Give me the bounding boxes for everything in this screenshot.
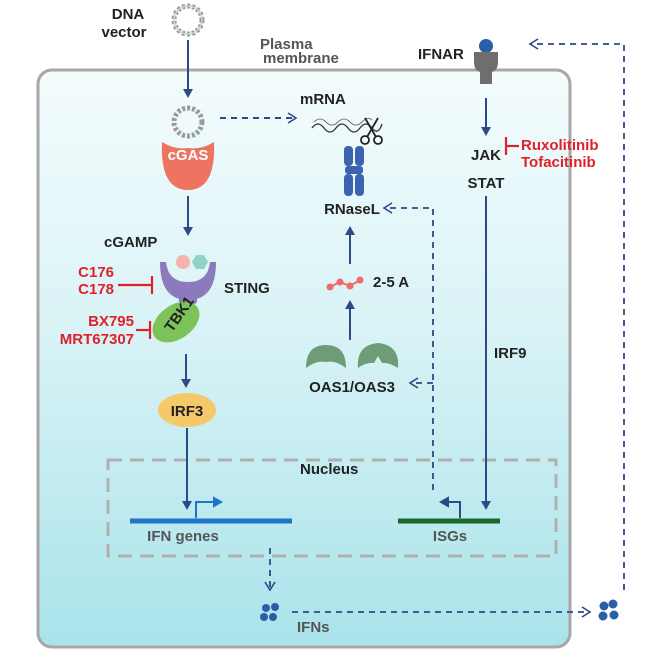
tbk1-icon	[152, 301, 200, 343]
plasma-membrane-label-line1: Plasma	[260, 36, 313, 53]
dna-vector-label-line2: vector	[101, 24, 146, 41]
sting-label: STING	[224, 280, 270, 297]
nucleus-label: Nucleus	[300, 461, 358, 478]
sting-inhibition-bar	[118, 276, 154, 294]
extracellular-ifns-icon	[598, 599, 619, 621]
two-five-a-label: 2-5 A	[373, 274, 409, 291]
sting-icon	[160, 262, 216, 304]
ifns-particles-icon	[260, 603, 279, 621]
ifnar-receptor-icon	[474, 39, 498, 84]
dna-vector-plasmid-icon	[171, 3, 205, 37]
plasma-membrane-label-line2: membrane	[263, 50, 339, 67]
cgas-icon	[161, 105, 215, 190]
cell-membrane	[36, 68, 572, 649]
cgamp-label: cGAMP	[104, 234, 157, 251]
tbk1-inhibition-bar	[136, 321, 152, 339]
rnasel-label: RNaseL	[324, 201, 380, 218]
oas1-icon	[306, 345, 346, 368]
mrna-label: mRNA	[300, 91, 346, 108]
isg-promoter-arrow-icon	[438, 496, 461, 518]
sting-inhibitor-c176: C176	[78, 264, 114, 281]
rnasel-icon	[344, 146, 364, 196]
ifns-label: IFNs	[297, 619, 330, 636]
arrow-isgs-to-rnasel	[382, 202, 434, 490]
jak-inhibition-bar	[504, 137, 519, 155]
jak-inhibitor-ruxolitinib: Ruxolitinib	[521, 137, 599, 154]
sting-inhibitor-c178: C178	[78, 281, 114, 298]
nucleus-boundary	[106, 458, 558, 558]
jak-inhibitor-tofacitinib: Tofacitinib	[521, 154, 596, 171]
cgas-label: cGAS	[168, 147, 209, 164]
jak-label: JAK	[471, 147, 501, 164]
cgamp-molecule-icon	[176, 255, 208, 269]
irf3-label: IRF3	[171, 403, 204, 420]
irf3-icon	[158, 393, 216, 427]
irf9-label: IRF9	[494, 345, 527, 362]
dna-vector-label-line1: DNA	[112, 6, 145, 23]
isgs-label: ISGs	[433, 528, 467, 545]
ifn-genes-label: IFN genes	[147, 528, 219, 545]
arrow-ifns-to-ifnar	[528, 38, 625, 590]
tbk1-inhibitor-bx795: BX795	[88, 313, 134, 330]
oas3-icon	[357, 343, 399, 368]
oas-label: OAS1/OAS3	[309, 379, 395, 396]
stat-label: STAT	[468, 175, 505, 192]
two-five-a-icon	[326, 276, 364, 291]
scissors-icon	[360, 117, 383, 145]
tbk1-inhibitor-mrt67307: MRT67307	[60, 331, 134, 348]
ifnar-label: IFNAR	[418, 46, 464, 63]
ifn-gene-promoter-arrow-icon	[195, 496, 224, 518]
